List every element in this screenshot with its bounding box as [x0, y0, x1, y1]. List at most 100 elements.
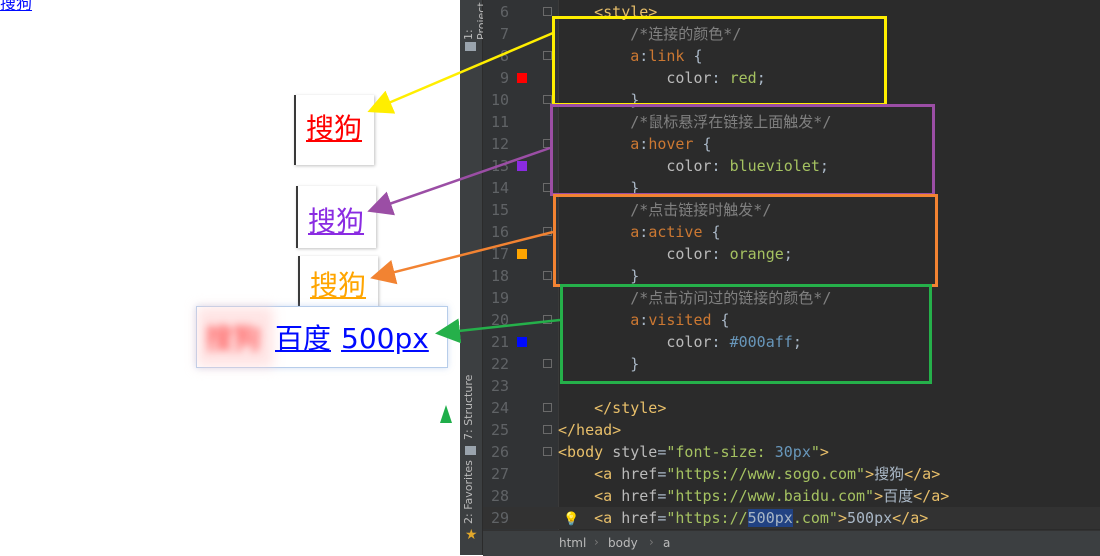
line-number: 27	[490, 465, 509, 483]
code-text: }	[558, 89, 639, 111]
fold-toggle-icon[interactable]	[543, 315, 552, 324]
code-line[interactable]: 29💡 <a href="https://500px.com">500px</a…	[483, 507, 1100, 529]
blurred-link: 搜狗	[205, 322, 262, 355]
line-number: 24	[490, 399, 509, 417]
structure-tool-tab[interactable]: 7: Structure	[462, 374, 475, 440]
code-token: "https://www.sogo.com"	[666, 465, 866, 483]
structure-tab-icon	[465, 446, 476, 455]
breadcrumb-body[interactable]: body	[608, 536, 638, 550]
lightbulb-icon[interactable]: 💡	[563, 512, 580, 527]
code-token: active	[648, 223, 703, 241]
code-text: a:visited {	[558, 309, 729, 331]
code-token: </style>	[558, 399, 667, 417]
code-line[interactable]: 19 /*点击访问过的链接的颜色*/	[483, 287, 1100, 309]
code-token: link	[648, 47, 685, 65]
code-text: }	[558, 265, 639, 287]
code-line[interactable]: 25</head>	[483, 419, 1100, 441]
code-token: "https://	[666, 509, 748, 527]
code-line[interactable]: 23	[483, 375, 1100, 397]
code-token: ;	[819, 157, 829, 175]
code-text: /*鼠标悬浮在链接上面触发*/	[558, 111, 831, 133]
code-token: </head>	[558, 421, 622, 439]
fold-toggle-icon[interactable]	[543, 51, 552, 60]
favorites-star-icon: ★	[465, 527, 478, 543]
fold-toggle-icon[interactable]	[543, 7, 552, 16]
line-number: 29	[490, 509, 509, 527]
code-token: <a	[558, 509, 622, 527]
code-token: <a	[558, 465, 622, 483]
code-text: </style>	[558, 397, 666, 419]
code-line[interactable]: 22 }	[483, 353, 1100, 375]
top-sogo-link[interactable]: 搜狗	[0, 0, 33, 13]
fold-toggle-icon[interactable]	[543, 447, 552, 456]
code-token: href	[621, 487, 658, 505]
code-token: "https://www.baidu.com"	[666, 487, 875, 505]
code-text: </head>	[558, 419, 621, 441]
code-line[interactable]: 26<body style="font-size: 30px">	[483, 441, 1100, 463]
project-tab-icon	[465, 42, 476, 51]
code-token: a	[558, 311, 640, 329]
code-token: ;	[792, 333, 802, 351]
code-token: </a>	[904, 465, 941, 483]
code-line[interactable]: 11 /*鼠标悬浮在链接上面触发*/	[483, 111, 1100, 133]
fold-toggle-icon[interactable]	[543, 403, 552, 412]
code-token: href	[621, 509, 658, 527]
fold-toggle-icon[interactable]	[543, 95, 552, 104]
line-number: 12	[490, 135, 509, 153]
code-token: .com"	[792, 509, 838, 527]
line-number: 13	[490, 157, 509, 175]
code-token: 搜狗	[874, 465, 905, 483]
code-token: {	[702, 223, 721, 241]
code-token: color	[558, 157, 712, 175]
code-line[interactable]: 16 a:active {	[483, 221, 1100, 243]
line-number: 6	[499, 3, 509, 21]
code-token: /*点击访问过的链接的颜色*/	[558, 289, 832, 307]
code-token: #000aff	[729, 333, 793, 351]
code-token: }	[558, 355, 640, 373]
line-number: 9	[499, 69, 509, 87]
breadcrumb-a[interactable]: a	[663, 536, 671, 550]
breadcrumb-html[interactable]: html	[559, 536, 587, 550]
line-number: 16	[490, 223, 509, 241]
baidu-link-visited[interactable]: 百度	[275, 322, 332, 355]
fold-toggle-icon[interactable]	[543, 227, 552, 236]
code-token: a	[558, 223, 640, 241]
color-swatch-icon[interactable]	[517, 73, 527, 83]
color-swatch-icon[interactable]	[517, 249, 527, 259]
code-token: 30px	[774, 443, 811, 461]
code-line[interactable]: 28 <a href="https://www.baidu.com">百度</a…	[483, 485, 1100, 507]
chevron-right-icon: ›	[649, 535, 654, 549]
code-line[interactable]: 27 <a href="https://www.sogo.com">搜狗</a>	[483, 463, 1100, 485]
sogo-link-active[interactable]: 搜狗	[310, 269, 367, 302]
blurred-region	[197, 307, 273, 367]
code-token: :	[711, 245, 730, 263]
code-token: :	[639, 135, 649, 153]
code-text: a:link {	[558, 45, 702, 67]
favorites-tool-tab[interactable]: 2: Favorites	[462, 460, 475, 524]
color-swatch-icon[interactable]	[517, 161, 527, 171]
code-token: 500px	[747, 509, 793, 527]
color-swatch-icon[interactable]	[517, 337, 527, 347]
code-line[interactable]: 24 </style>	[483, 397, 1100, 419]
code-line[interactable]: 21 color: #000aff;	[483, 331, 1100, 353]
annotation-box-visited	[560, 284, 932, 384]
code-token: :	[711, 333, 730, 351]
fold-toggle-icon[interactable]	[543, 425, 552, 434]
line-number: 21	[490, 333, 509, 351]
ide-tool-strip: 1: Project 7: Structure 2: Favorites ★	[460, 0, 488, 555]
code-token: /*连接的颜色*/	[558, 25, 742, 43]
sogo-link-unvisited[interactable]: 搜狗	[306, 112, 363, 145]
fold-toggle-icon[interactable]	[543, 271, 552, 280]
500px-link-visited[interactable]: 500px	[341, 322, 429, 355]
code-line[interactable]: 12 a:hover {	[483, 133, 1100, 155]
code-text: }	[558, 353, 639, 375]
code-token: :	[711, 157, 730, 175]
code-text: color: #000aff;	[558, 331, 802, 353]
annotation-box-active	[553, 194, 938, 287]
sogo-link-hover[interactable]: 搜狗	[308, 205, 365, 238]
fold-toggle-icon[interactable]	[543, 359, 552, 368]
code-text: color: blueviolet;	[558, 155, 829, 177]
code-token: >	[819, 443, 829, 461]
code-token: visited	[648, 311, 712, 329]
annotation-box-hover	[550, 104, 935, 196]
